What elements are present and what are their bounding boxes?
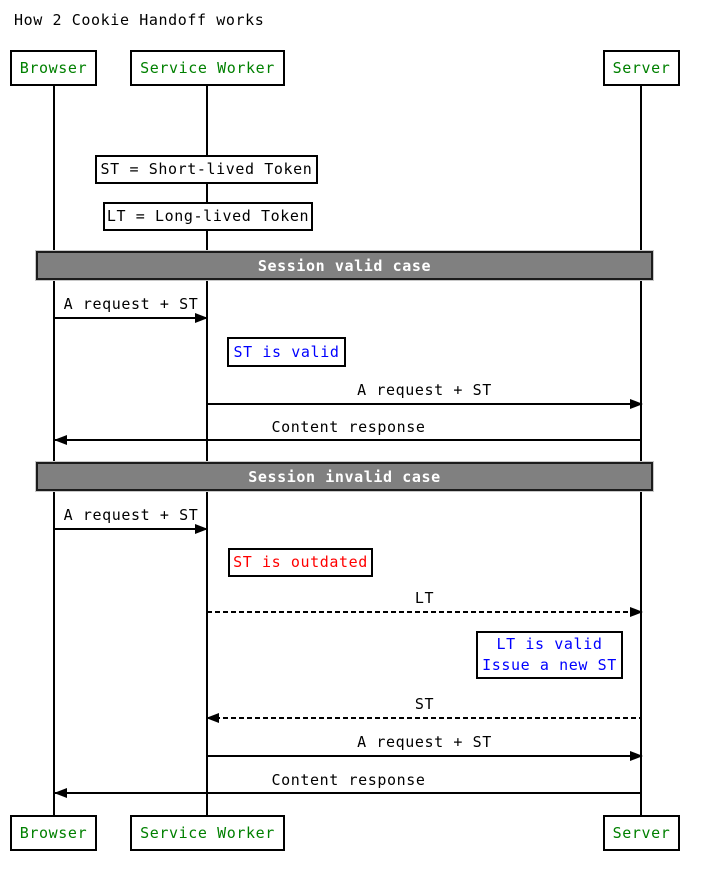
arrowhead-left-icon xyxy=(54,788,67,798)
message-label: Content response xyxy=(271,418,426,436)
message-arrow xyxy=(55,524,208,534)
message-label: A request + ST xyxy=(357,381,492,399)
note-short-lived-token: ST = Short-lived Token xyxy=(95,155,318,184)
actor-service-worker-bottom: Service Worker xyxy=(130,815,285,851)
arrowhead-right-icon xyxy=(630,399,643,409)
arrowhead-left-icon xyxy=(54,435,67,445)
diagram-title: How 2 Cookie Handoff works xyxy=(14,11,265,29)
actor-server-bottom: Server xyxy=(603,815,680,851)
lifeline-browser xyxy=(53,86,55,815)
message-label: LT xyxy=(414,589,435,607)
note-st-is-outdated: ST is outdated xyxy=(228,548,373,577)
message-arrow xyxy=(55,313,208,323)
lifeline-server xyxy=(640,86,642,815)
arrowhead-right-icon xyxy=(195,524,208,534)
message-arrow xyxy=(54,788,642,798)
arrowhead-right-icon xyxy=(630,751,643,761)
note-lt-is-valid: LT is valid Issue a new ST xyxy=(476,631,623,679)
message-label: A request + ST xyxy=(357,733,492,751)
actor-browser-top: Browser xyxy=(10,50,97,86)
actor-service-worker-top: Service Worker xyxy=(130,50,285,86)
note-long-lived-token: LT = Long-lived Token xyxy=(103,202,313,231)
message-arrow xyxy=(207,751,643,761)
message-label: ST xyxy=(414,695,435,713)
note-line: LT is valid xyxy=(496,635,603,653)
actor-server-top: Server xyxy=(603,50,680,86)
message-arrow xyxy=(207,399,643,409)
message-label: A request + ST xyxy=(63,295,199,313)
divider-session-invalid: Session invalid case xyxy=(36,462,653,491)
message-arrow xyxy=(54,435,642,445)
note-st-is-valid: ST is valid xyxy=(227,337,346,367)
message-label: A request + ST xyxy=(63,506,199,524)
message-arrow xyxy=(206,713,642,723)
message-arrow xyxy=(207,607,643,617)
note-line: Issue a new ST xyxy=(482,656,617,674)
arrowhead-right-icon xyxy=(630,607,643,617)
actor-browser-bottom: Browser xyxy=(10,815,97,851)
message-label: Content response xyxy=(271,771,426,789)
arrowhead-right-icon xyxy=(195,313,208,323)
lifeline-service-worker xyxy=(206,86,208,815)
divider-session-valid: Session valid case xyxy=(36,251,653,280)
arrowhead-left-icon xyxy=(206,713,219,723)
